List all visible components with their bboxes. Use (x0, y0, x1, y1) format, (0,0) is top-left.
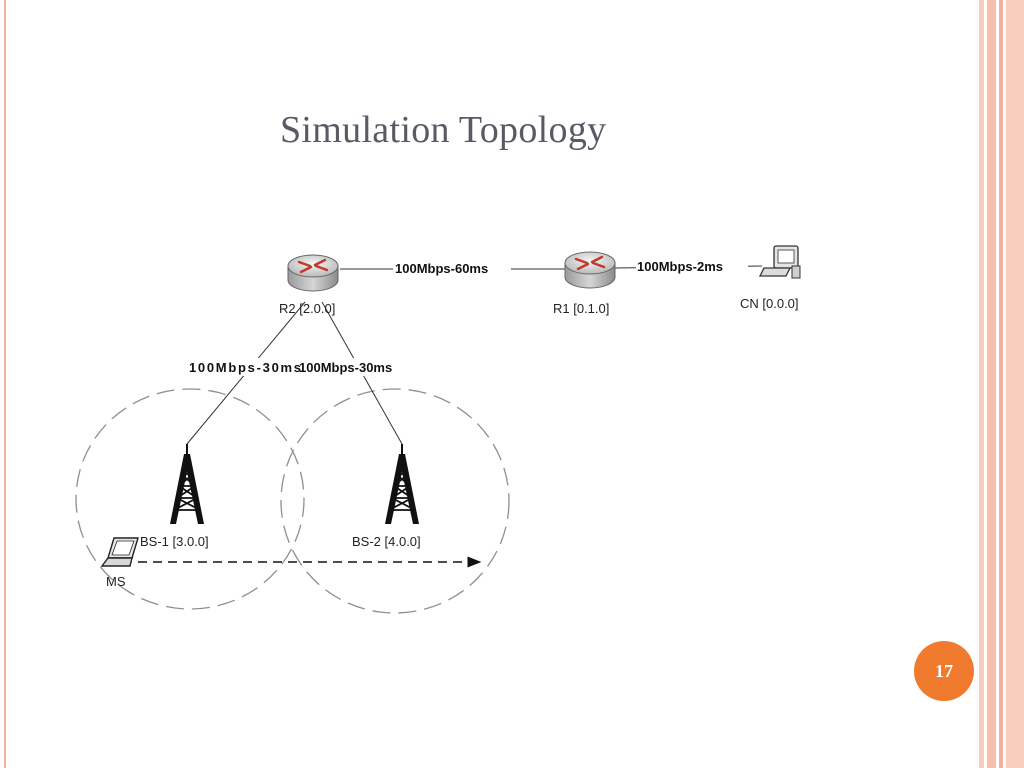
node-label-bs2: BS-2 [4.0.0] (352, 534, 421, 549)
slide-number-badge: 17 (914, 641, 974, 701)
right-border-band (987, 0, 996, 768)
link-label-r1-cn: 100Mbps-2ms (637, 259, 723, 274)
tower-bs2-icon (385, 444, 419, 524)
router-r1-icon (564, 251, 616, 289)
router-r2-icon (287, 254, 339, 292)
link-label-r2-bs2: 100Mbps-30ms (299, 360, 392, 375)
node-label-ms: MS (106, 574, 126, 589)
right-border-band (979, 0, 984, 768)
node-label-r2: R2 [2.0.0] (279, 301, 335, 316)
laptop-ms-icon (100, 537, 139, 567)
node-label-bs1: BS-1 [3.0.0] (140, 534, 209, 549)
link-label-r2-bs1: 100Mbps-30ms (189, 360, 301, 375)
left-border-rule (4, 0, 6, 768)
right-border-band (999, 0, 1003, 768)
node-label-cn: CN [0.0.0] (740, 296, 799, 311)
right-border-band (1006, 0, 1024, 768)
computer-cn-icon (758, 245, 801, 279)
tower-bs1-icon (170, 444, 204, 524)
slide-title: Simulation Topology (280, 109, 607, 151)
coverage-circle-bs2 (280, 388, 510, 614)
link-label-r2-r1: 100Mbps-60ms (395, 261, 488, 276)
coverage-circle-bs1 (75, 388, 305, 610)
node-label-r1: R1 [0.1.0] (553, 301, 609, 316)
